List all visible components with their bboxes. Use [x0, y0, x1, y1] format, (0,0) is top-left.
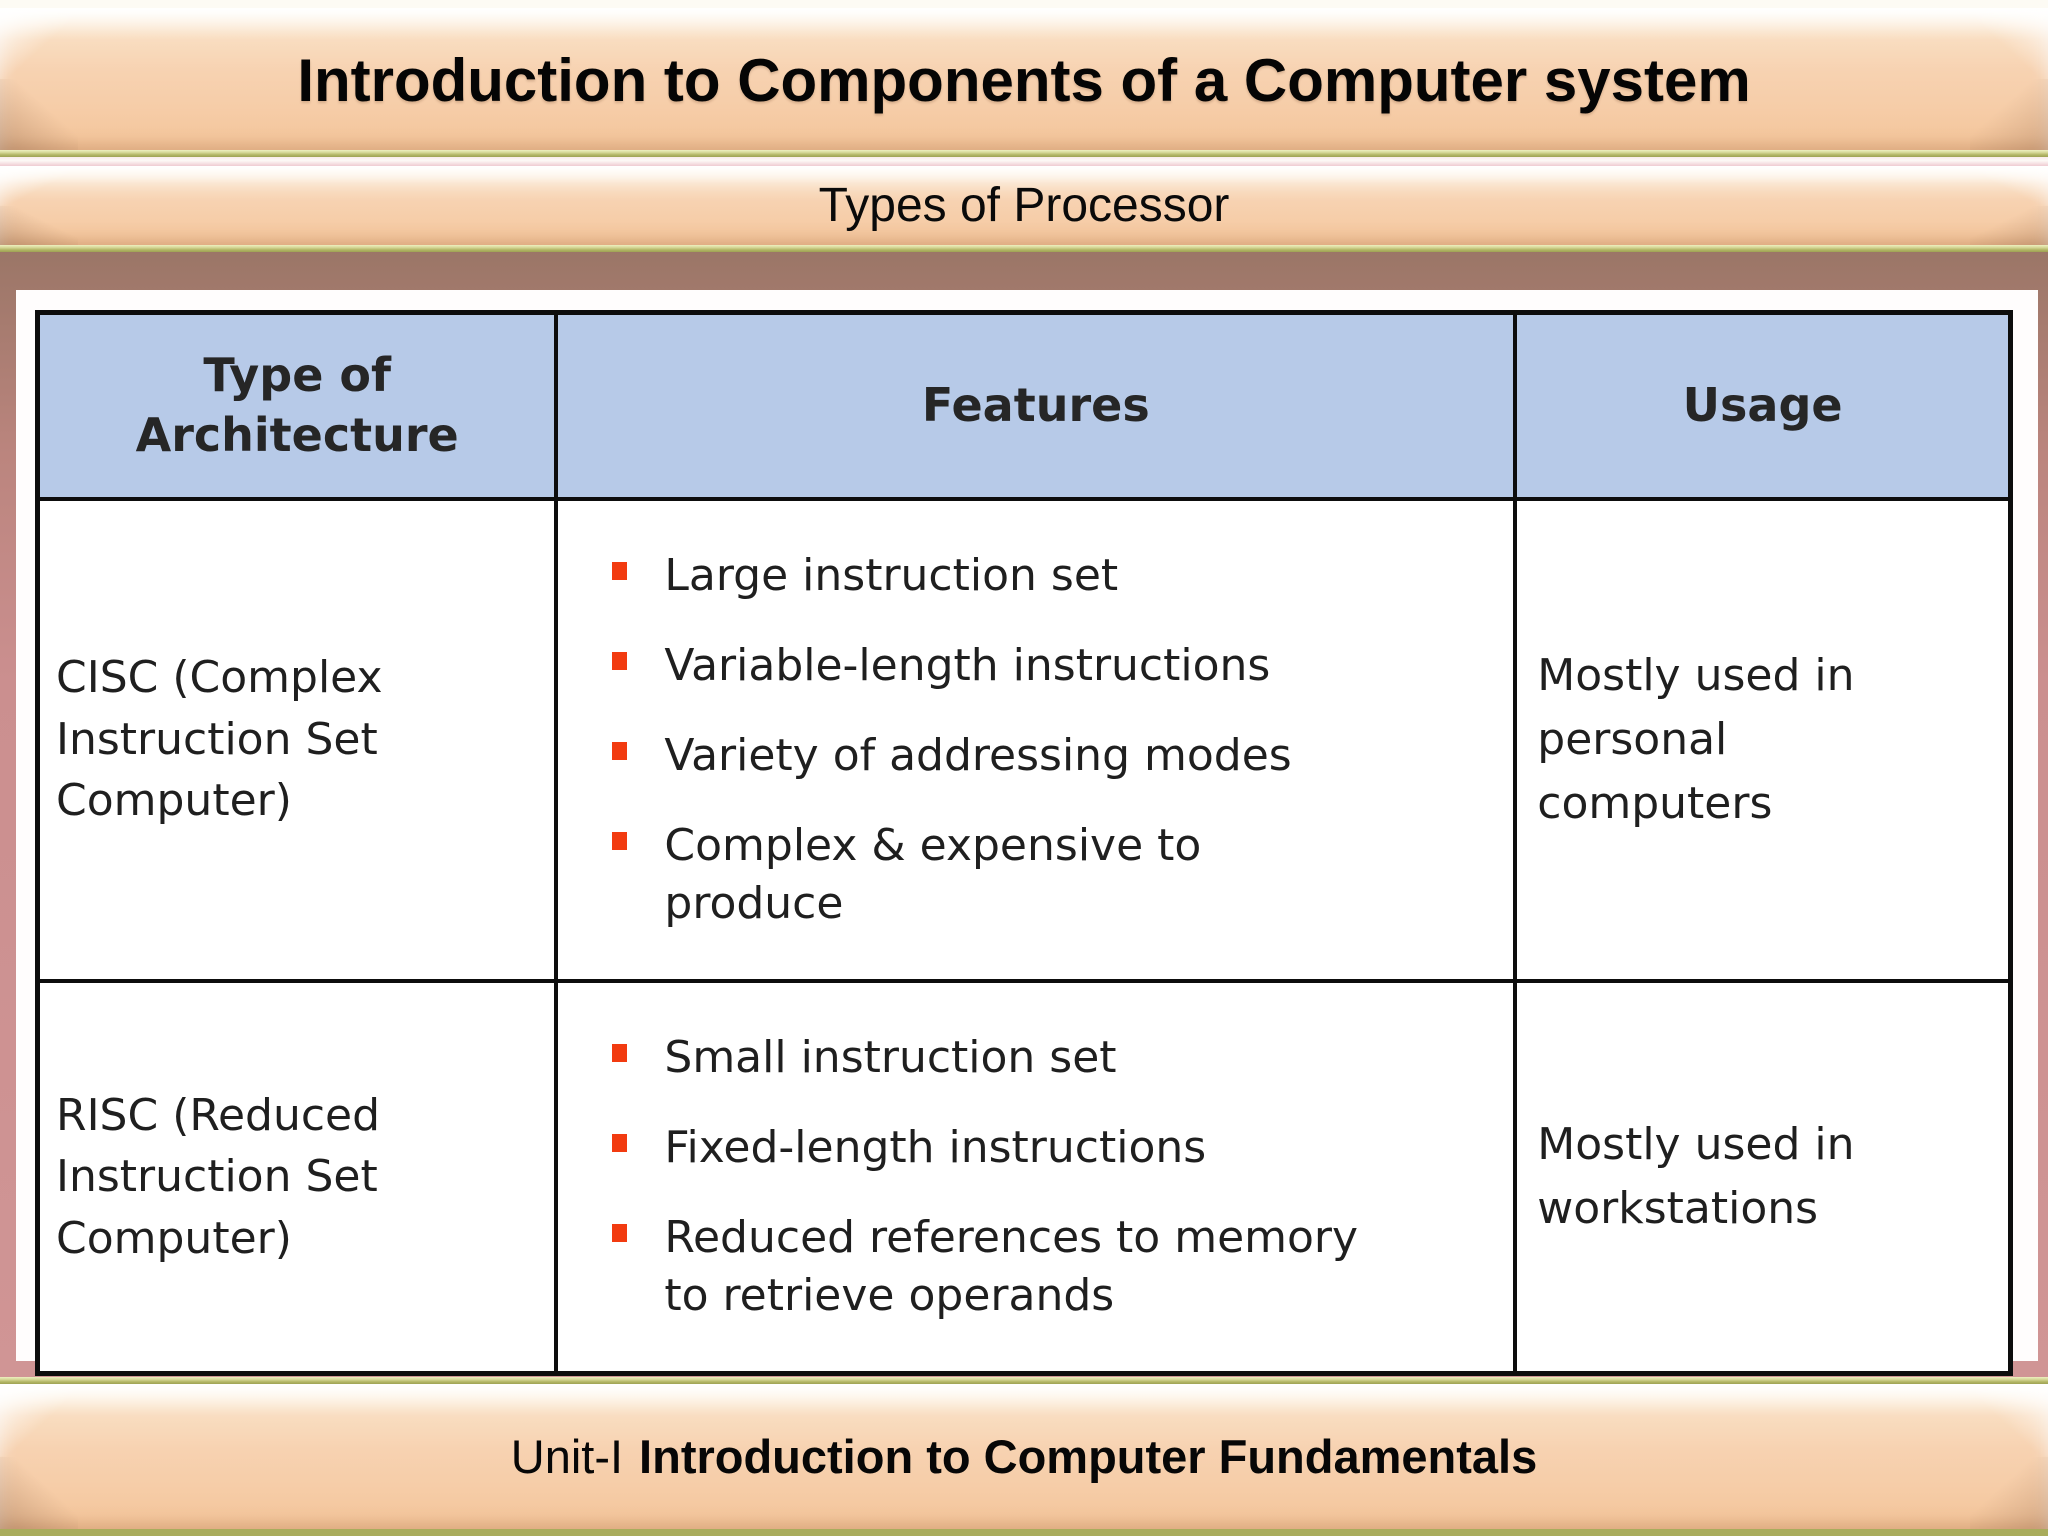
- subtitle-banner: Types of Processor: [0, 166, 2048, 245]
- slide-subtitle: Types of Processor: [818, 179, 1230, 232]
- cisc-features-cell: Large instruction set Variable-length in…: [554, 496, 1518, 983]
- feature-text: Fixed-length instructions: [664, 1121, 1207, 1173]
- divider-line: [0, 1377, 2048, 1384]
- bullet-square-icon: [612, 1043, 628, 1062]
- risc-features-list: Small instruction set Fixed-length instr…: [612, 1029, 1505, 1325]
- list-item: Fixed-length instructions: [612, 1119, 1384, 1177]
- footer-unit-label: Unit-I: [510, 1430, 624, 1483]
- risc-features-cell: Small instruction set Fixed-length instr…: [554, 978, 1518, 1376]
- feature-text: Reduced references to memory to retrieve…: [664, 1212, 1359, 1322]
- page-title: Introduction to Components of a Computer…: [297, 46, 1751, 114]
- risc-usage-cell: Mostly used in workstations: [1513, 978, 2013, 1376]
- bullet-square-icon: [612, 1133, 628, 1152]
- risc-architecture-cell: RISC (Reduced Instruction Set Computer): [35, 978, 559, 1376]
- content-panel: Type of Architecture Features Usage CISC…: [16, 290, 2038, 1377]
- list-item: Small instruction set: [612, 1029, 1384, 1087]
- divider-line: [0, 150, 2048, 157]
- footer-title: Introduction to Computer Fundamentals: [639, 1430, 1538, 1483]
- processor-comparison-table: Type of Architecture Features Usage CISC…: [35, 310, 2013, 1377]
- bullet-square-icon: [612, 651, 628, 670]
- banner-gap: [0, 157, 2048, 166]
- cisc-usage-cell: Mostly used in personal computers: [1513, 496, 2013, 983]
- table-row-cisc: CISC (Complex Instruction Set Computer) …: [35, 496, 2013, 983]
- divider-line: [0, 245, 2048, 252]
- cisc-features-list: Large instruction set Variable-length in…: [612, 547, 1505, 933]
- list-item: Variety of addressing modes: [612, 727, 1384, 785]
- feature-text: Large instruction set: [664, 549, 1119, 601]
- top-edge-strip: [0, 0, 2048, 8]
- column-header-usage: Usage: [1513, 310, 2013, 501]
- feature-text: Small instruction set: [664, 1031, 1117, 1083]
- feature-text: Variety of addressing modes: [664, 729, 1292, 781]
- bullet-square-icon: [612, 561, 628, 580]
- column-header-features: Features: [554, 310, 1518, 501]
- feature-text: Variable-length instructions: [664, 639, 1271, 691]
- list-item: Large instruction set: [612, 547, 1384, 605]
- bullet-square-icon: [612, 741, 628, 760]
- table-header-row: Type of Architecture Features Usage: [35, 310, 2013, 501]
- column-header-type-of-architecture: Type of Architecture: [35, 310, 559, 501]
- title-banner: Introduction to Components of a Computer…: [0, 8, 2048, 150]
- bullet-square-icon: [612, 1224, 628, 1243]
- bullet-square-icon: [612, 831, 628, 850]
- feature-text: Complex & expensive to produce: [664, 819, 1202, 929]
- list-item: Variable-length instructions: [612, 637, 1384, 695]
- list-item: Complex & expensive to produce: [612, 817, 1384, 933]
- footer-banner: Unit-I Introduction to Computer Fundament…: [0, 1384, 2048, 1536]
- list-item: Reduced references to memory to retrieve…: [612, 1209, 1384, 1325]
- table-row-risc: RISC (Reduced Instruction Set Computer) …: [35, 978, 2013, 1376]
- cisc-architecture-cell: CISC (Complex Instruction Set Computer): [35, 496, 559, 983]
- footer-text: Unit-I Introduction to Computer Fundament…: [511, 1429, 1537, 1484]
- content-background: Type of Architecture Features Usage CISC…: [0, 252, 2048, 1377]
